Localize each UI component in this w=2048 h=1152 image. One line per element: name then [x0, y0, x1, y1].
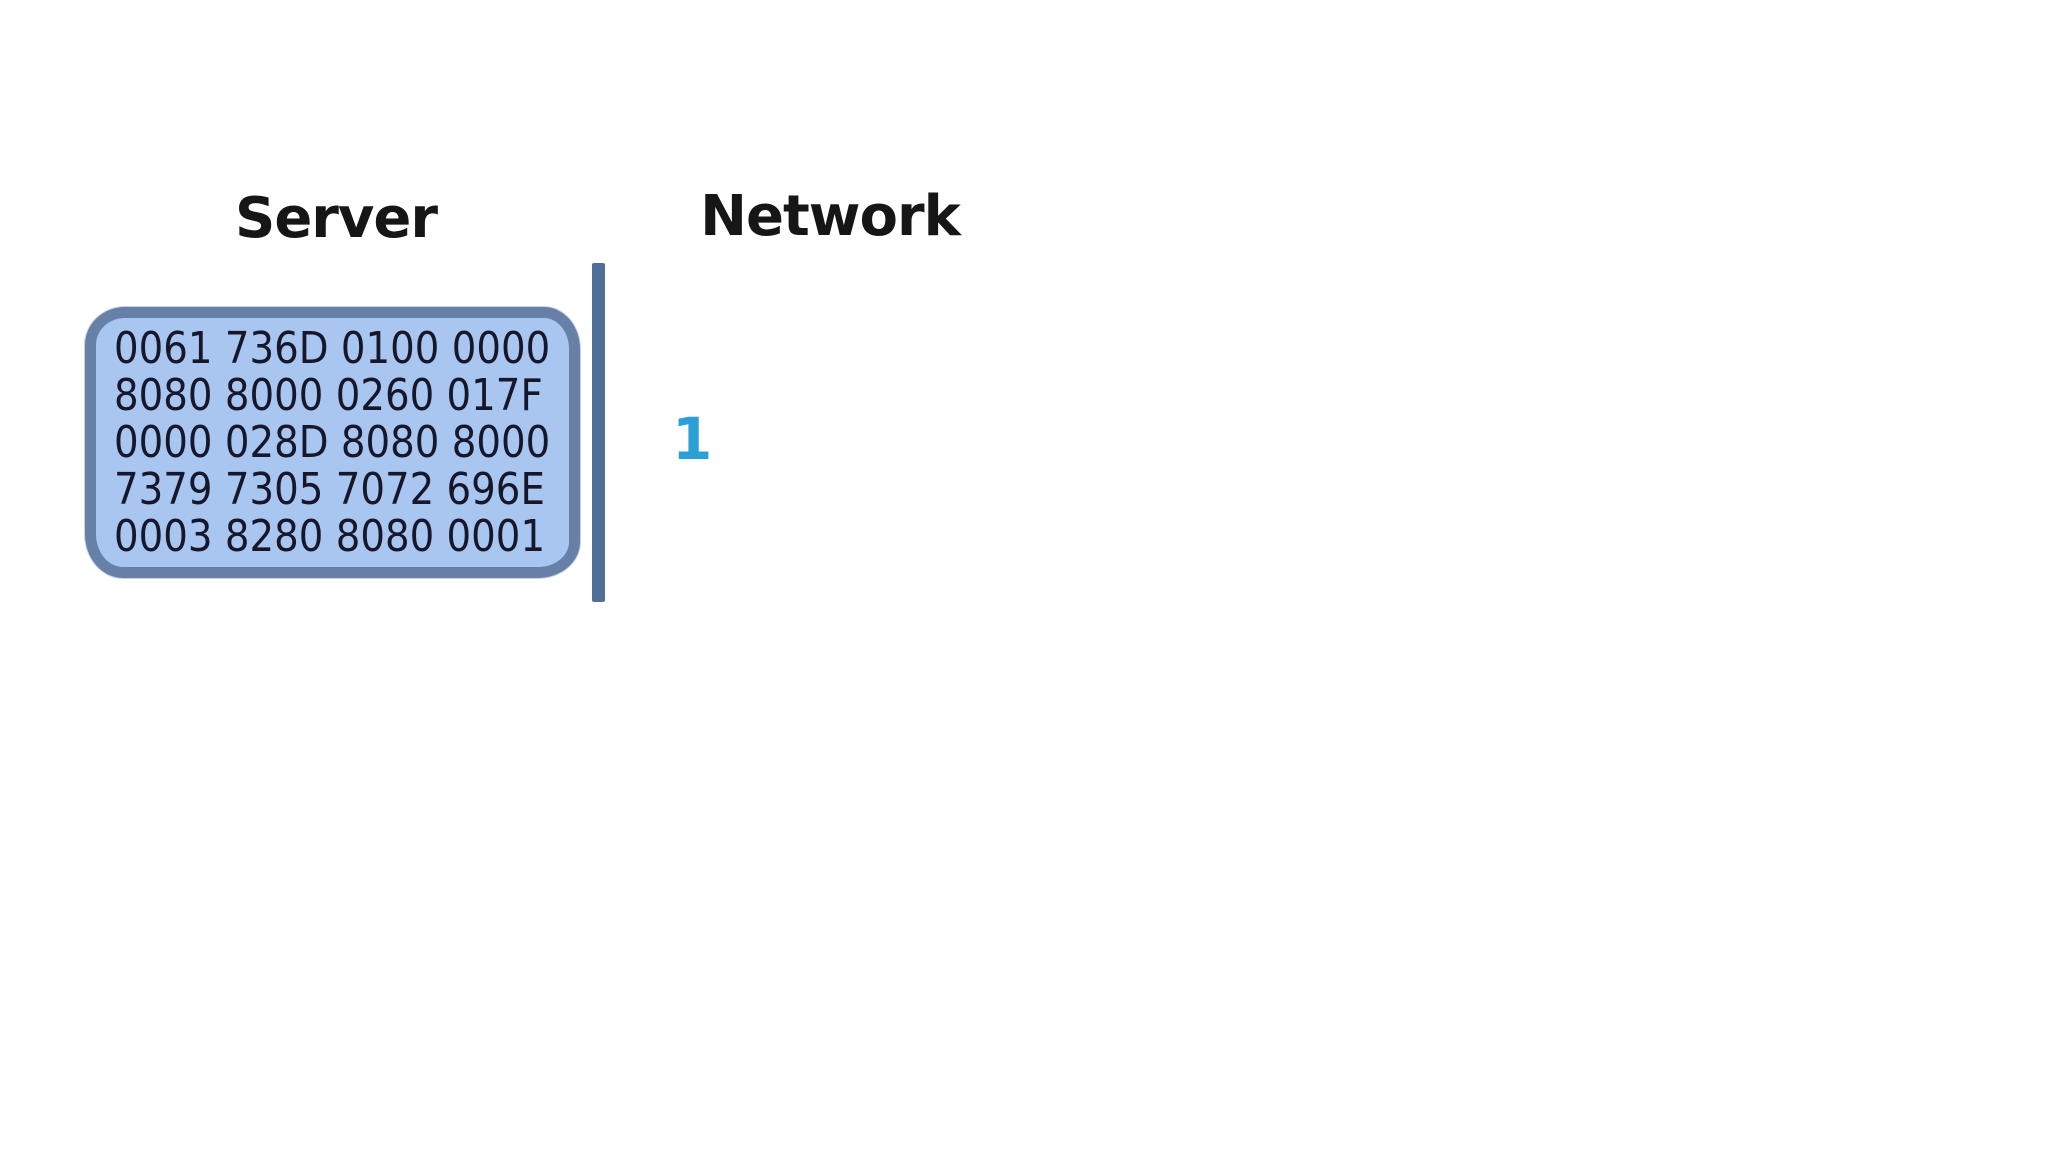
- hex-dump-line: 0061 736D 0100 0000: [114, 323, 551, 374]
- hex-dump-line: 8080 8000 0260 017F: [114, 370, 543, 421]
- server-column-title: Server: [234, 186, 438, 251]
- hex-dump-line: 0003 8280 8080 0001: [114, 511, 546, 562]
- server-network-divider-line: [592, 263, 605, 602]
- server-packet-hex-box: 0061 736D 0100 0000 8080 8000 0260 017F …: [85, 307, 580, 578]
- hex-dump-line: 7379 7305 7072 696E: [114, 464, 545, 515]
- hex-dump-line: 0000 028D 8080 8000: [114, 417, 551, 468]
- network-column-title: Network: [700, 184, 961, 249]
- network-sequence-number: 1: [672, 405, 713, 473]
